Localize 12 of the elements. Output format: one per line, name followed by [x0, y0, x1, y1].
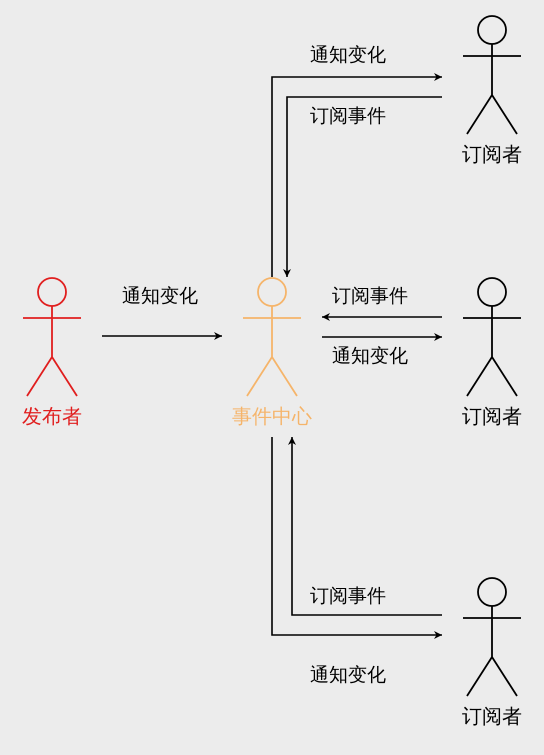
- figure-label: 发布者: [21, 403, 83, 430]
- figure-label: 订阅者: [461, 703, 523, 730]
- arrow: [271, 437, 442, 639]
- arrow: [283, 96, 442, 277]
- figure-label: 订阅者: [461, 141, 523, 168]
- arrow: [322, 333, 442, 341]
- figure-label: 订阅者: [461, 403, 523, 430]
- arrow: [271, 73, 442, 277]
- figure-label: 事件中心: [231, 403, 313, 430]
- arrow: [322, 313, 442, 321]
- arrow: [288, 437, 442, 616]
- arrow: [102, 332, 222, 340]
